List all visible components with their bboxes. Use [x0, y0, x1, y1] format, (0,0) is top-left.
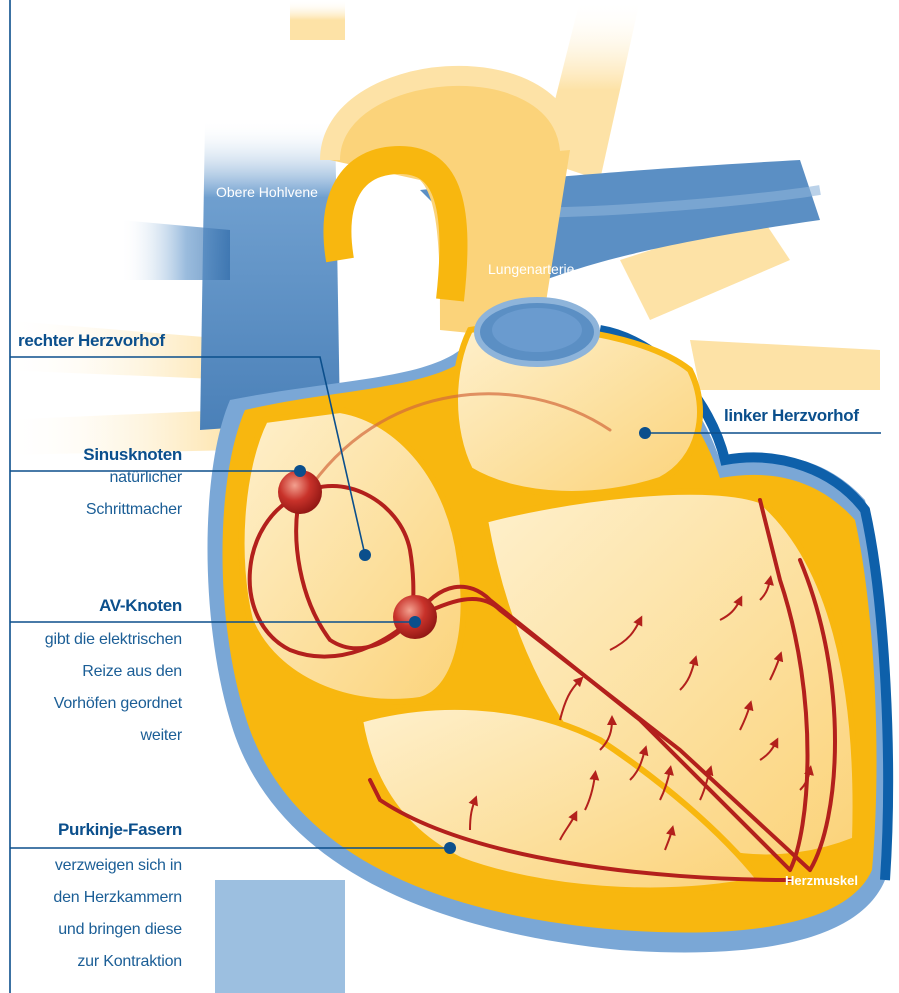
label-rechter-herzvorhof: rechter Herzvorhof: [18, 331, 165, 351]
label-linker-herzvorhof: linker Herzvorhof: [724, 406, 859, 426]
sinusknoten-desc: natürlicher Schrittmacher: [86, 462, 182, 526]
sinusknoten-line-1: natürlicher: [86, 462, 182, 494]
av-knoten-line-4: weiter: [45, 720, 182, 752]
av-knoten-line-1: gibt die elektrischen: [45, 624, 182, 656]
label-aorta: Aorta: [386, 184, 419, 200]
label-obere-hohlvene: Obere Hohlvene: [216, 184, 318, 200]
purkinje-line-1: verzweigen sich in: [53, 850, 182, 882]
vein-branch-left: [120, 220, 230, 280]
pale-vessel-top: [290, 0, 345, 40]
label-purkinje-fasern: Purkinje-Fasern: [58, 820, 182, 840]
av-knoten-line-3: Vorhöfen geordnet: [45, 688, 182, 720]
pulmonary-vein-right-2: [690, 340, 880, 390]
label-herzmuskel: Herzmuskel: [785, 873, 858, 888]
purkinje-line-2: den Herzkammern: [53, 882, 182, 914]
label-lungenarterie: Lungenarterie: [488, 261, 574, 277]
av-knoten-desc: gibt die elektrischen Reize aus den Vorh…: [45, 624, 182, 752]
av-knoten-line-2: Reize aus den: [45, 656, 182, 688]
purkinje-line-4: zur Kontraktion: [53, 946, 182, 978]
inferior-vena-cava: [215, 880, 345, 993]
sinusknoten-line-2: Schrittmacher: [86, 494, 182, 526]
purkinje-line-3: und bringen diese: [53, 914, 182, 946]
label-av-knoten: AV-Knoten: [99, 596, 182, 616]
purkinje-desc: verzweigen sich in den Herzkammern und b…: [53, 850, 182, 978]
